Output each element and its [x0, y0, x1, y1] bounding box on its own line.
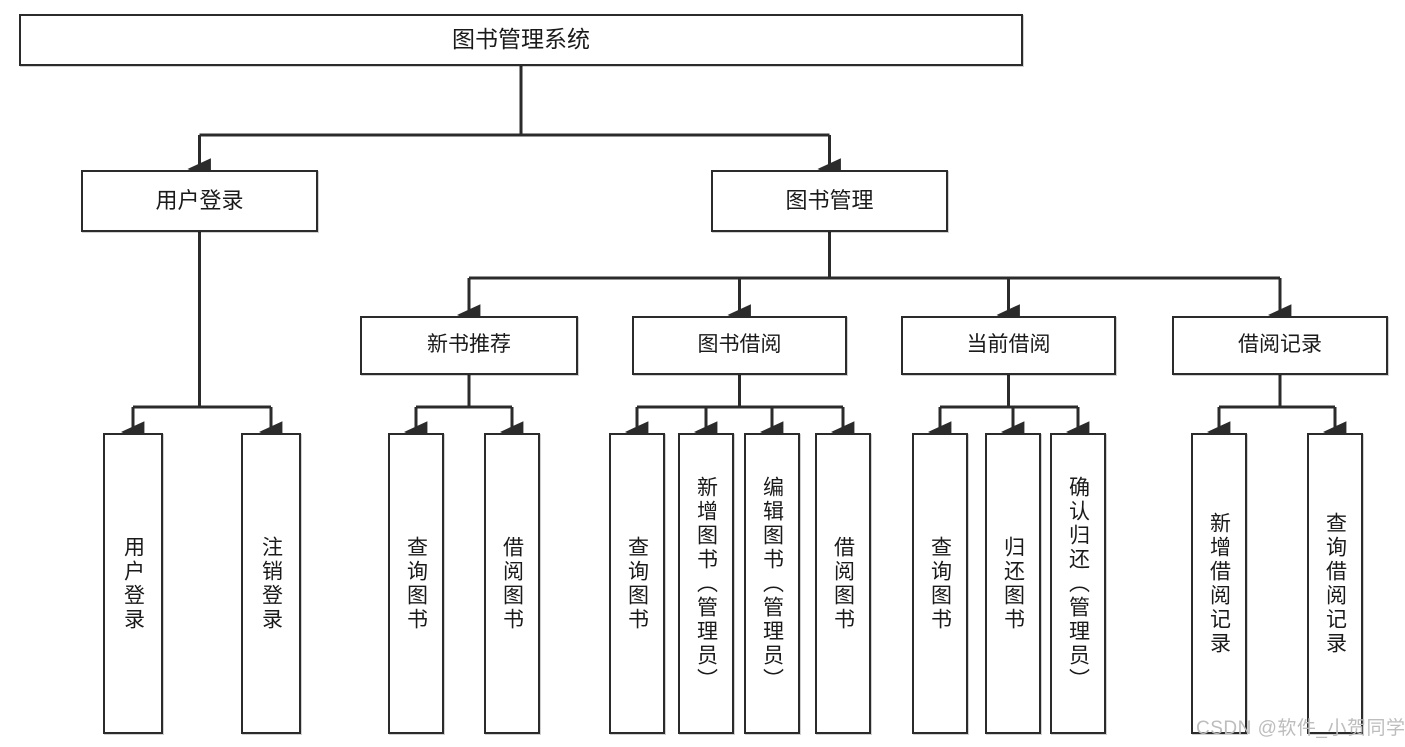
node-user-login[interactable]: 用户登录 — [81, 170, 318, 232]
node-label-leaf-return-book: 归还图书 — [1001, 535, 1025, 632]
node-label-root: 图书管理系统 — [452, 26, 590, 53]
node-leaf-add-book[interactable]: 新增图书（管理员） — [678, 433, 734, 734]
connector-group — [121, 66, 1347, 443]
node-label-leaf-borrow-book-1: 借阅图书 — [500, 535, 524, 632]
node-label-current-borrow: 当前借阅 — [966, 333, 1051, 357]
node-current-borrow[interactable]: 当前借阅 — [901, 316, 1116, 375]
node-leaf-borrow-book-1[interactable]: 借阅图书 — [484, 433, 540, 734]
node-leaf-query-book-2[interactable]: 查询图书 — [609, 433, 665, 734]
node-leaf-edit-book[interactable]: 编辑图书（管理员） — [744, 433, 800, 734]
node-label-leaf-confirm-return: 确认归还（管理员） — [1066, 475, 1090, 692]
csdn-watermark: CSDN @软件_小贺同学 — [1196, 718, 1405, 739]
node-label-book-manage: 图书管理 — [785, 188, 874, 214]
node-book-manage[interactable]: 图书管理 — [711, 170, 948, 232]
node-label-leaf-query-record: 查询借阅记录 — [1323, 511, 1347, 656]
node-leaf-confirm-return[interactable]: 确认归还（管理员） — [1050, 433, 1106, 734]
node-label-leaf-add-book: 新增图书（管理员） — [694, 475, 718, 692]
node-root[interactable]: 图书管理系统 — [19, 14, 1023, 66]
node-leaf-borrow-book-2[interactable]: 借阅图书 — [815, 433, 871, 734]
node-label-leaf-query-book-2: 查询图书 — [625, 535, 649, 632]
node-new-book-rec[interactable]: 新书推荐 — [360, 316, 578, 375]
node-leaf-return-book[interactable]: 归还图书 — [985, 433, 1041, 734]
node-leaf-add-record[interactable]: 新增借阅记录 — [1191, 433, 1247, 734]
node-leaf-query-record[interactable]: 查询借阅记录 — [1307, 433, 1363, 734]
node-label-leaf-user-login: 用户登录 — [121, 535, 145, 632]
node-label-new-book-rec: 新书推荐 — [427, 333, 511, 357]
node-borrow-record[interactable]: 借阅记录 — [1172, 316, 1388, 375]
node-leaf-user-logout[interactable]: 注销登录 — [241, 433, 301, 734]
node-label-book-borrow: 图书借阅 — [697, 333, 782, 357]
node-label-leaf-user-logout: 注销登录 — [259, 535, 283, 632]
node-leaf-query-book-1[interactable]: 查询图书 — [388, 433, 444, 734]
node-leaf-user-login[interactable]: 用户登录 — [103, 433, 163, 734]
node-label-borrow-record: 借阅记录 — [1238, 333, 1322, 357]
node-label-user-login: 用户登录 — [155, 188, 244, 214]
node-label-leaf-add-record: 新增借阅记录 — [1207, 511, 1231, 656]
node-label-leaf-edit-book: 编辑图书（管理员） — [760, 475, 784, 692]
node-label-leaf-query-book-1: 查询图书 — [404, 535, 428, 632]
node-leaf-query-book-3[interactable]: 查询图书 — [912, 433, 968, 734]
node-label-leaf-query-book-3: 查询图书 — [928, 535, 952, 632]
node-book-borrow[interactable]: 图书借阅 — [632, 316, 847, 375]
node-label-leaf-borrow-book-2: 借阅图书 — [831, 535, 855, 632]
